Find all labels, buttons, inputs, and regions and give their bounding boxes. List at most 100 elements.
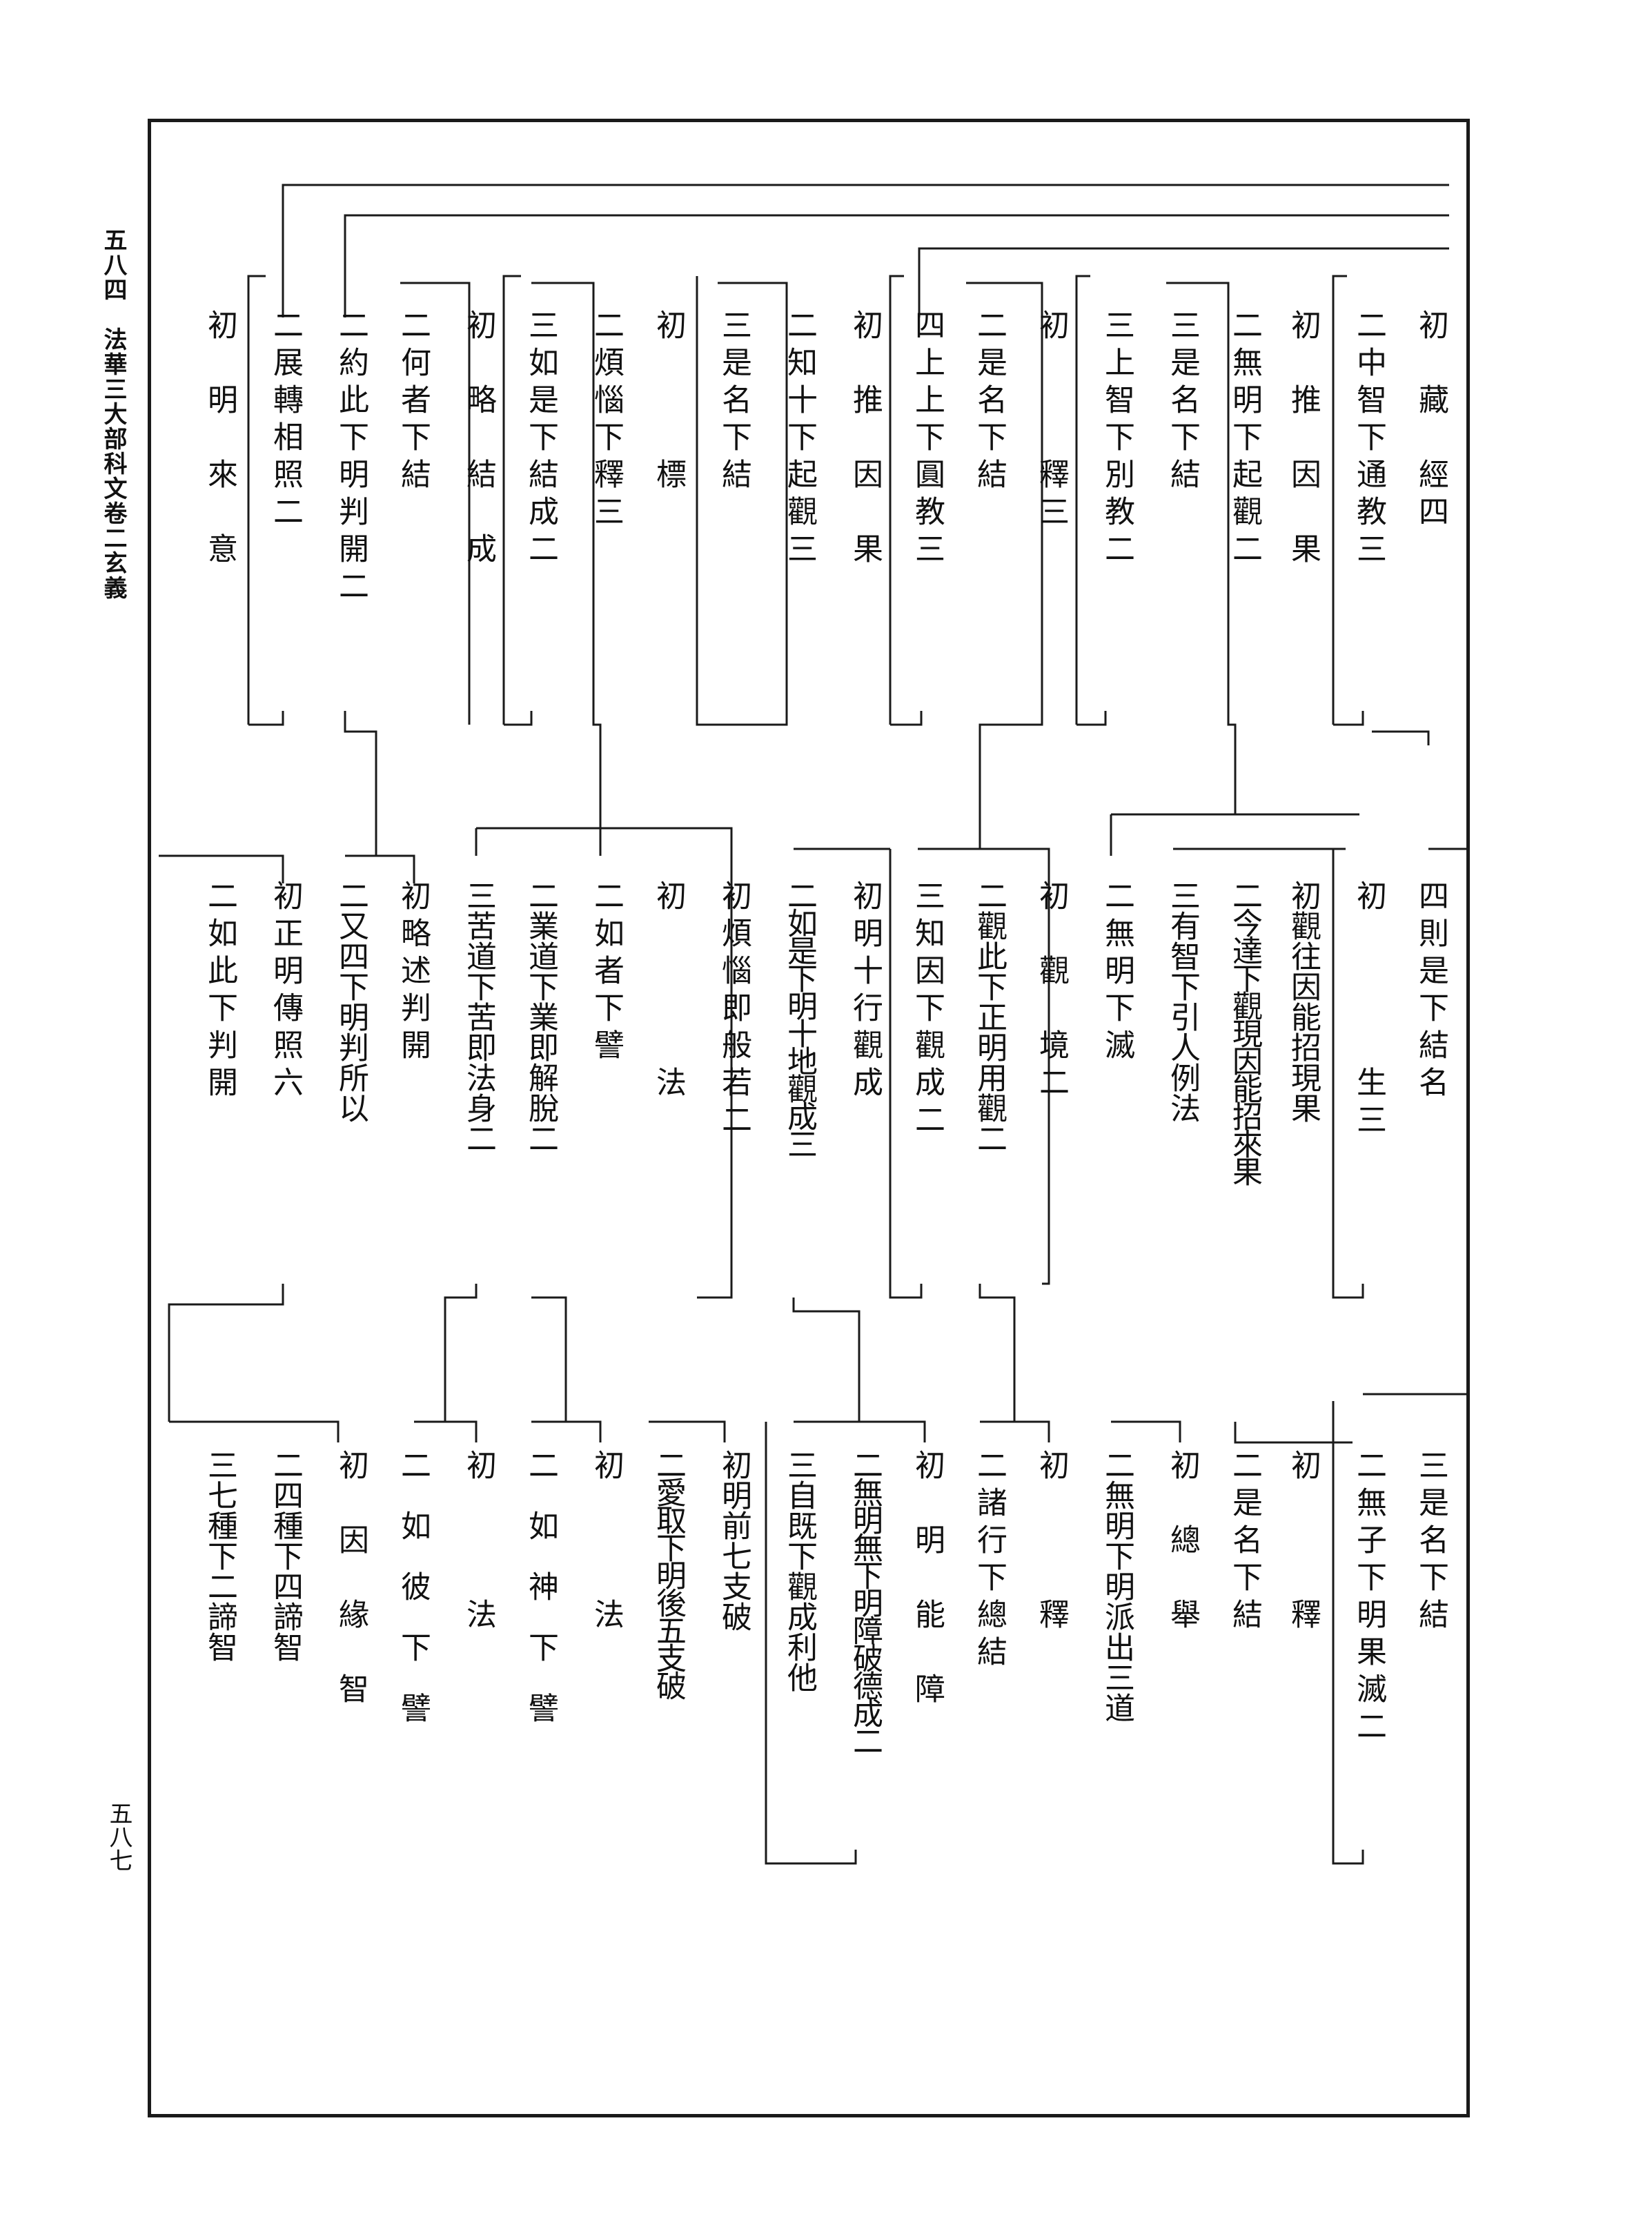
bracket-t15 [502, 275, 521, 725]
entry-fa-1: 初 法 [651, 880, 686, 1104]
entry-wuming-qiguan: 二無明下起觀二 [1227, 309, 1262, 570]
bracket-t9 [889, 275, 904, 725]
bracket-t15b [504, 711, 533, 726]
bracket-b7 [980, 1420, 1050, 1442]
entry-yedao-jietuo: 二業道下業即解脫二 [523, 880, 558, 1153]
bracket-t7 [966, 282, 1043, 849]
entry-ziji-lita: 三自既下觀成利他 [782, 1449, 817, 1692]
entry-shiming-jie-4: 三是名下結 [1413, 1449, 1448, 1636]
entry-wuming-paichu: 二無明下明派出三道 [1099, 1449, 1134, 1723]
bracket-m18 [345, 854, 415, 883]
entry-tui-yinguo-2: 初 推 因 果 [847, 309, 883, 570]
bracket-b3 [1234, 1422, 1353, 1444]
entry-fannao-banruo: 初煩惱即般若二 [716, 880, 751, 1141]
entry-rushen-pi: 二 如 神 下 譬 [523, 1449, 558, 1723]
bracket-b14 [531, 1420, 602, 1442]
entry-shi-2: 初 釋 [1286, 1449, 1321, 1636]
bracket-t6b [1076, 711, 1107, 726]
bracket-m16b [444, 1284, 478, 1422]
entry-ruzhe-pi: 二如者下譬 [589, 880, 624, 1066]
entry-wuming-zhangpo: 二無明無下明障破德成二 [847, 1449, 883, 1753]
entry-shi-1: 初 釋三 [1034, 309, 1069, 533]
bracket-m7 [918, 848, 1050, 1285]
entry-shiming-jie-3: 三是名下結 [716, 309, 751, 496]
page-frame [148, 119, 1470, 2117]
entry-zhishi-qiguan: 二知十下起觀三 [782, 309, 817, 570]
entry-rubi-pi: 二 如 彼 下 譬 [395, 1449, 431, 1723]
bracket-m19b [168, 1284, 284, 1422]
entry-rushi-jiecheng: 三如是下結成二 [523, 309, 558, 570]
bracket-b10 [765, 1422, 857, 1865]
bracket-t9b [890, 711, 923, 726]
bracket-m12 [476, 827, 733, 1299]
page-number: 五八七 [105, 1801, 132, 1872]
entry-shangzhi-biejiao: 三上智下別教二 [1099, 309, 1134, 570]
entry-zhengming-chuanzhao: 初正明傳照六 [268, 880, 303, 1104]
entry-zhiyin-guancheng: 三知因下觀成二 [909, 880, 945, 1141]
bracket-t18 [344, 711, 377, 856]
entry-lue-jiecheng: 初 略 結 成 [461, 309, 496, 570]
entry-fa-3: 初 法 [461, 1449, 496, 1636]
entry-sheng: 初 生三 [1351, 880, 1386, 1141]
entry-yousi-pansuoyi: 二又四下明判所以 [333, 880, 368, 1123]
entry-wuming-mie: 二無明下滅 [1099, 880, 1134, 1066]
entry-yinyuan-zhi: 初 因 緣 智 [333, 1449, 368, 1710]
bracket-t14 [531, 282, 602, 828]
bracket-t19 [247, 275, 266, 725]
entry-shiming-jie-1: 三是名下結 [1165, 309, 1200, 496]
bracket-t4 [1166, 282, 1237, 814]
bracket-b18 [169, 1420, 340, 1442]
bracket-t11 [696, 276, 788, 726]
entry-shi-3: 初 釋 [1034, 1449, 1069, 1636]
entry-wuzi-guomie: 二無子下明果滅二 [1351, 1449, 1386, 1748]
entry-shangshang-yuanjiao: 四上上下圓教三 [909, 309, 945, 570]
bracket-b2 [1332, 1401, 1364, 1865]
bracket-t6 [1075, 275, 1090, 725]
entry-shiming-jie-5: 二是名下結 [1227, 1449, 1262, 1636]
entry-jinda-guanxianyin: 二今達下觀現因能招來果 [1227, 880, 1262, 1184]
entry-shixing-guancheng: 初明十行觀成 [847, 880, 883, 1104]
rail-2 [344, 214, 1449, 317]
bracket-b5 [1111, 1420, 1181, 1442]
entry-ming-laiyi: 初 明 來 意 [202, 309, 237, 570]
entry-hezhe-jie: 二何者下結 [395, 309, 431, 496]
bracket-t2b [1333, 711, 1364, 726]
bracket-m19 [159, 854, 284, 883]
entry-zang-jing: 初 藏 經四 [1413, 309, 1448, 533]
entry-fa-2: 初 法 [589, 1449, 624, 1636]
entry-lueshu-pankai: 初略述判開 [395, 880, 431, 1066]
bracket-t17 [400, 282, 471, 725]
entry-qizhong-erdi: 三七種下二諦智 [202, 1449, 237, 1662]
entry-youzhi-yinren: 三有智下引人例法 [1165, 880, 1200, 1123]
entry-tui-yinguo-1: 初 推 因 果 [1286, 309, 1321, 570]
entry-biao: 初 標 [651, 309, 686, 496]
entry-ruci-pankai: 二如此下判開 [202, 880, 237, 1104]
entry-shidi-guancheng: 二如是下明十地觀成三 [782, 880, 817, 1156]
bracket-b12 [649, 1420, 726, 1442]
entry-zongju: 初 總 舉 [1165, 1449, 1200, 1636]
entry-shiming-jie-2: 二是名下結 [972, 309, 1007, 496]
entry-fannao-shi: 二煩惱下釋三 [589, 309, 624, 533]
entry-zhanzhuan-xiangzhao: 二展轉相照二 [268, 309, 303, 533]
entry-zhongzhi-tongjiao: 二中智下通教三 [1351, 309, 1386, 570]
entry-yueci-pankai: 二約此下明判開二 [333, 309, 368, 607]
rail-1 [282, 184, 1449, 317]
entry-aiqu-houwu: 二愛取下明後五支破 [651, 1449, 686, 1698]
bracket-m15 [531, 1296, 567, 1422]
bracket-m8 [979, 1284, 1016, 1422]
bracket-m11 [792, 1298, 861, 1422]
bracket-t19b [248, 711, 284, 726]
bracket-b16 [414, 1420, 478, 1442]
bracket-t1 [1372, 730, 1430, 745]
entry-guan-wangyin: 初觀往因能招現果 [1286, 880, 1321, 1123]
entry-qianqi-zhipo: 初明前七支破 [716, 1449, 751, 1632]
bracket-m9 [889, 849, 923, 1299]
entry-guanjing: 初 觀 境二 [1034, 880, 1069, 1104]
entry-guanci-yongguan: 二觀此下正明用觀二 [972, 880, 1007, 1153]
entry-sizhong-sidi: 二四種下四諦智 [268, 1449, 303, 1662]
bracket-t2 [1332, 275, 1347, 725]
entry-ming-nengzhang: 初 明 能 障 [909, 1449, 945, 1710]
entry-kudao-fashen: 三苦道下苦即法身二 [461, 880, 496, 1153]
entry-zeshi-jieming: 四則是下結名 [1413, 880, 1448, 1104]
